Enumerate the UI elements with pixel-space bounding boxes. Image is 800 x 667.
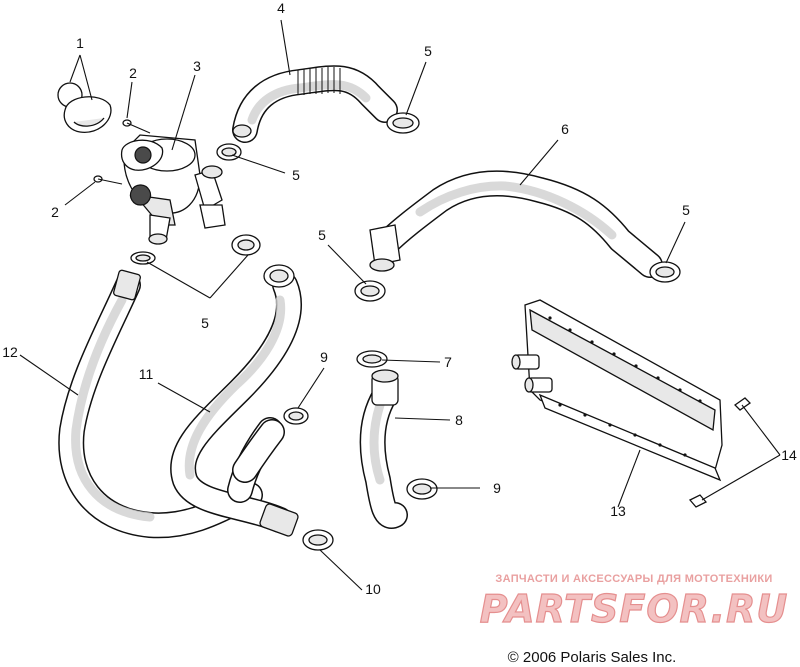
callout-labels: 1 2 2 3 4 5 5 5 5 5 6 7 8 9 9 10 11 12 1…	[2, 0, 797, 597]
hose-4	[232, 65, 398, 143]
hose-12	[58, 269, 263, 539]
clamp-10	[302, 529, 334, 551]
callout-5: 5	[424, 43, 432, 59]
callout-2: 2	[51, 204, 59, 220]
callout-12: 12	[2, 344, 18, 360]
hose-11	[170, 264, 302, 537]
callout-13: 13	[610, 503, 626, 519]
hose-short	[232, 419, 285, 483]
clamp-9	[283, 407, 438, 500]
callout-10: 10	[365, 581, 381, 597]
callout-6: 6	[561, 121, 569, 137]
watermark-logo: PARTSFOR.RU	[480, 587, 788, 631]
callout-7: 7	[444, 354, 452, 370]
heat-exchanger-13	[511, 299, 723, 482]
callout-1: 1	[76, 35, 84, 51]
watermark-tagline: ЗАПЧАСТИ И АКСЕССУАРЫ ДЛЯ МОТОТЕХНИКИ	[495, 573, 772, 585]
radiator-cap-1	[57, 82, 164, 171]
callout-5: 5	[318, 227, 326, 243]
callout-14: 14	[781, 447, 797, 463]
clamp-7	[356, 350, 388, 368]
callout-11: 11	[139, 366, 154, 382]
callout-5: 5	[292, 167, 300, 183]
callout-3: 3	[193, 58, 201, 74]
clamp-5	[130, 112, 681, 302]
callout-5: 5	[682, 202, 690, 218]
fastener-14	[688, 397, 752, 508]
watermark: ЗАПЧАСТИ И АКСЕССУАРЫ ДЛЯ МОТОТЕХНИКИ PA…	[479, 573, 788, 632]
leader-lines	[19, 19, 781, 591]
hose-8	[359, 369, 408, 529]
callout-8: 8	[455, 412, 463, 428]
callout-5: 5	[201, 315, 209, 331]
callout-2: 2	[129, 65, 137, 81]
copyright-text: © 2006 Polaris Sales Inc.	[508, 649, 677, 666]
callout-9: 9	[320, 349, 328, 365]
callout-9: 9	[493, 480, 501, 496]
screw-2	[93, 119, 151, 185]
callout-4: 4	[277, 0, 285, 16]
hose-6	[369, 170, 663, 278]
